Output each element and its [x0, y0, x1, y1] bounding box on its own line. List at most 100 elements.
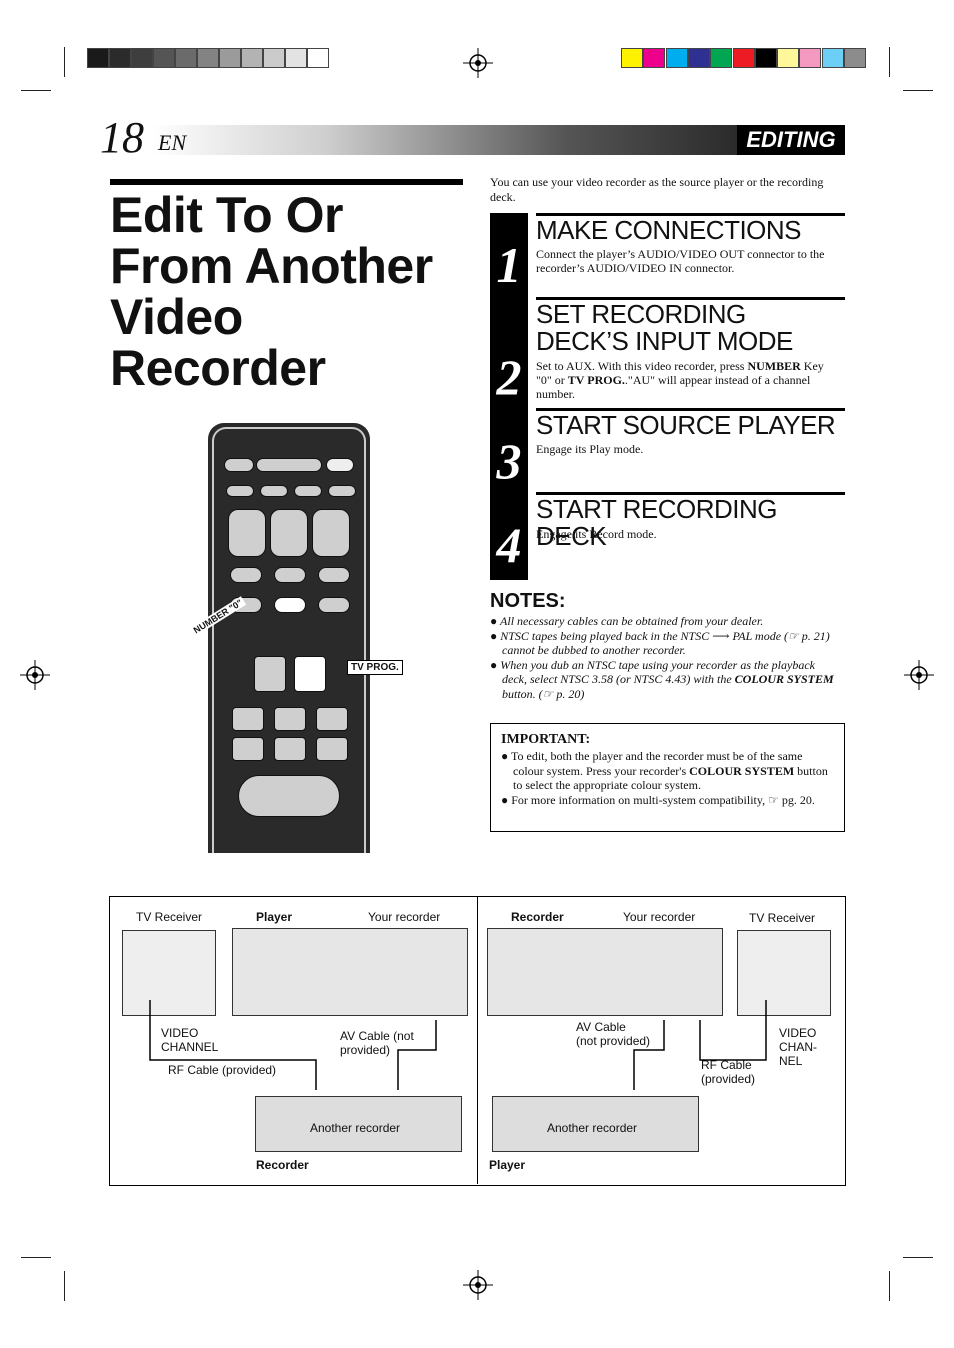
gray-swatch [307, 48, 329, 68]
notes-list: ● All necessary cables can be obtained f… [490, 614, 840, 701]
pause-button [316, 737, 348, 761]
step-1-heading: MAKE CONNECTIONS [536, 215, 802, 245]
color-swatch [799, 48, 822, 68]
important-list: ● To edit, both the player and the recor… [501, 749, 831, 807]
play-button [274, 707, 306, 731]
note-2a: NTSC tapes being played back in the NTSC [500, 628, 713, 643]
important-item: ● For more information on multi-system c… [501, 792, 815, 807]
remote-button [318, 597, 350, 613]
left-player-label: Player [256, 910, 293, 924]
right-cable-lines [633, 1000, 767, 1090]
important-1b: button to select the appropriate colour … [513, 763, 828, 793]
crop-mark [64, 1271, 65, 1301]
right-av-cable-label: AV Cable (not provided) [576, 1020, 651, 1048]
remote-button [318, 567, 350, 583]
registration-target-icon [463, 1270, 493, 1300]
right-another-recorder-label: Another recorder [547, 1121, 638, 1135]
step-1-number: 1 [496, 237, 522, 293]
step-2-number: 2 [496, 349, 522, 405]
crop-mark [903, 90, 933, 91]
note-3b: button. (☞ p. 20) [502, 686, 585, 701]
diagram-divider [477, 896, 478, 1184]
remote-button [254, 656, 286, 692]
remote-button [226, 485, 254, 497]
gray-swatch [87, 48, 109, 68]
important-1-bold: COLOUR SYSTEM [689, 763, 795, 778]
remote-button [260, 485, 288, 497]
remote-button [230, 567, 262, 583]
left-another-recorder-label: Another recorder [310, 1121, 401, 1135]
intro-text: You can use your video recorder as the s… [490, 175, 824, 204]
remote-button [274, 567, 306, 583]
important-2: For more information on multi-system com… [511, 792, 815, 807]
gray-swatch [109, 48, 131, 68]
step-3-heading: START SOURCE PLAYER [536, 410, 836, 440]
gray-swatch [175, 48, 197, 68]
note-1: All necessary cables can be obtained fro… [500, 614, 764, 628]
step-2-text-a: Set to AUX. With this video recorder, pr… [536, 359, 748, 373]
number-0-button [274, 597, 306, 613]
registration-target-icon [20, 660, 50, 690]
left-cable-lines [149, 1000, 437, 1090]
color-swatch [687, 48, 710, 68]
notes-heading: NOTES: [490, 590, 566, 612]
jog-button [238, 775, 340, 817]
step-2-text-bold2: TV PROG. [567, 373, 625, 387]
gray-swatch [131, 48, 153, 68]
remote-button [228, 509, 266, 557]
step-3-rule [536, 408, 845, 411]
step-4-heading: START RECORDING DECK [536, 494, 777, 551]
tv-prog-callout: TV PROG. [347, 660, 403, 675]
arrow-right-icon: ⟶ [712, 628, 730, 643]
important-1a: To edit, both the player and the recorde… [511, 749, 803, 778]
note-item: ● When you dub an NTSC tape using your r… [490, 657, 834, 701]
right-another-recorder-illustration [492, 1096, 699, 1152]
gray-swatch [263, 48, 285, 68]
record-button [232, 737, 264, 761]
rewind-button [232, 707, 264, 731]
remote-button [326, 458, 354, 472]
crop-mark [889, 47, 890, 77]
step-3-number: 3 [496, 433, 522, 489]
gray-swatch [153, 48, 175, 68]
left-vcr-illustration [232, 928, 468, 1016]
page-title: Edit To Or From Another Video Recorder [110, 187, 433, 396]
right-your-recorder-label: Your recorder [623, 910, 696, 924]
important-box [490, 723, 845, 832]
gray-swatch [285, 48, 307, 68]
important-item: ● To edit, both the player and the recor… [501, 749, 828, 793]
important-heading: IMPORTANT: [501, 732, 591, 747]
color-swatch [821, 48, 844, 68]
left-recorder-label: Recorder [256, 1158, 309, 1172]
remote-button [312, 509, 350, 557]
header-gradient-bar [152, 125, 842, 155]
step-1-text: Connect the player’s AUDIO/VIDEO OUT con… [536, 247, 825, 275]
color-swatch [732, 48, 755, 68]
page-number: 18 [100, 113, 144, 162]
right-tv-receiver-label: TV Receiver [749, 911, 816, 925]
note-3a: When you dub an NTSC tape using your rec… [500, 657, 815, 687]
title-rule [110, 179, 463, 185]
tv-prog-button [294, 656, 326, 692]
note-3-bold: COLOUR SYSTEM [734, 672, 834, 686]
remote-button [256, 458, 322, 472]
step-1-rule [536, 213, 845, 216]
remote-button [294, 485, 322, 497]
right-video-channel-label: VIDEO CHAN- NEL [779, 1026, 817, 1068]
remote-button [328, 485, 356, 497]
crop-mark [903, 1257, 933, 1258]
right-vcr-illustration [487, 928, 723, 1016]
step-4-number: 4 [496, 517, 522, 573]
remote-outline [212, 427, 366, 853]
right-tv-illustration [737, 930, 831, 1016]
remote-control-illustration [208, 423, 370, 853]
left-another-recorder-illustration [255, 1096, 462, 1152]
color-swatch [710, 48, 733, 68]
crop-mark [21, 90, 51, 91]
gray-swatch [219, 48, 241, 68]
left-tv-illustration [122, 930, 216, 1016]
step-bar [490, 213, 528, 580]
crop-mark [21, 1257, 51, 1258]
fast-forward-button [316, 707, 348, 731]
right-player-label: Player [489, 1158, 526, 1172]
